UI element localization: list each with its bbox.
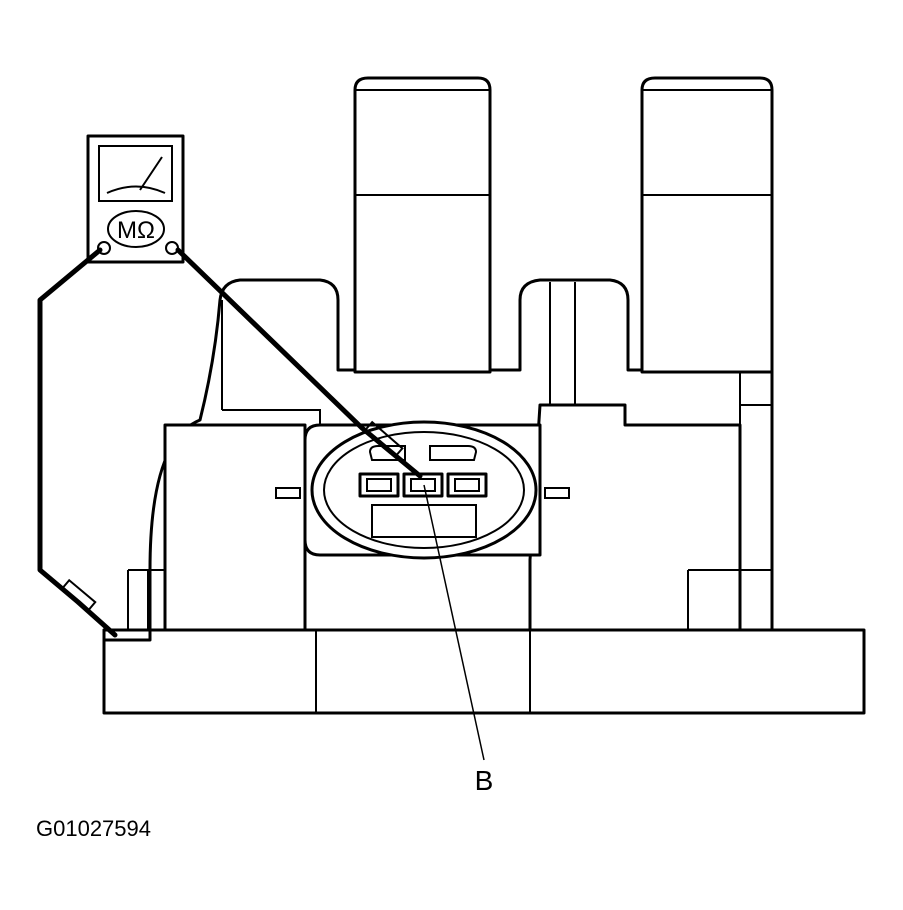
terminal-1 [358,472,400,498]
coil-base [102,560,866,715]
hv-tower-right [640,76,774,374]
meter-needle [139,156,163,191]
test-lead-ground [37,247,118,638]
callout-label-b: B [475,765,494,796]
figure-id: G01027594 [36,816,151,841]
connector-terminals [358,472,488,498]
terminal-3 [446,472,488,498]
ohmmeter: MΩ [86,134,185,264]
meter-unit-label: MΩ [117,217,155,244]
ground-probe [61,578,97,612]
callout-leader-b [423,484,485,761]
hv-tower-left [353,76,492,374]
signal-probe [363,420,404,459]
test-lead-signal [175,247,423,479]
terminal-2 [402,472,444,498]
meter-terminal-negative [97,241,111,255]
coil-right-housing [528,282,772,632]
